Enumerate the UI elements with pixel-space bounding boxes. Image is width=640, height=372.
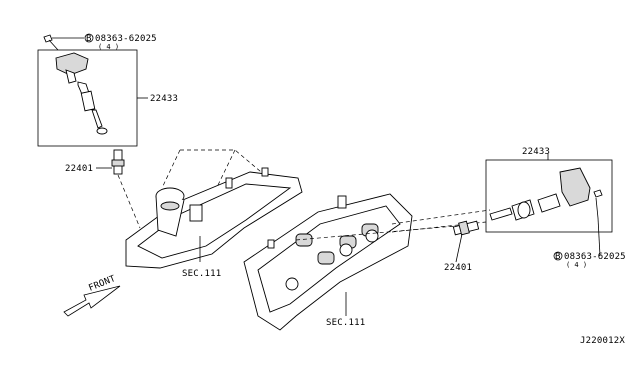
bolt-top-mark: B — [86, 34, 92, 44]
bolt-top-label[interactable]: 08363-62025 — [95, 34, 157, 44]
bolt-right-qty: ( 4 ) — [566, 261, 587, 269]
plug-right-label[interactable]: 22401 — [444, 263, 472, 273]
bolt-top-mark-circle — [84, 33, 94, 43]
bolt-right[interactable] — [593, 189, 603, 219]
plug-left-label[interactable]: 22401 — [65, 164, 93, 174]
valve-cover-left[interactable] — [125, 167, 303, 269]
spark-plug-left[interactable] — [111, 149, 125, 175]
bolt-top[interactable] — [43, 34, 59, 51]
coil-right-label[interactable]: 22433 — [522, 147, 550, 157]
sec-right-label[interactable]: SEC.111 — [326, 318, 365, 328]
coil-group-box-right — [485, 159, 613, 233]
bolt-right-mark: B — [555, 252, 561, 262]
bolt-right-mark-circle — [553, 251, 563, 261]
coil-left-label[interactable]: 22433 — [150, 94, 178, 104]
sec-left-label[interactable]: SEC.111 — [182, 269, 221, 279]
bolt-top-qty: ( 4 ) — [98, 43, 119, 51]
diagram-id: J220012X — [580, 336, 625, 346]
front-arrow — [63, 285, 121, 317]
valve-cover-right[interactable] — [243, 193, 413, 331]
ignition-coil-right[interactable] — [489, 167, 591, 221]
spark-plug-right[interactable] — [452, 220, 480, 236]
ignition-coil-left[interactable] — [55, 52, 108, 135]
bolt-right-label[interactable]: 08363-62025 — [564, 252, 626, 262]
